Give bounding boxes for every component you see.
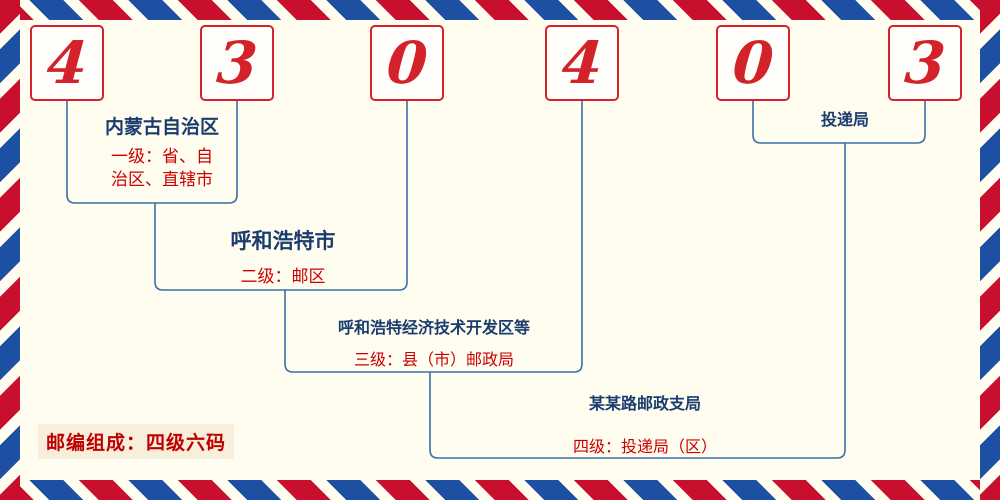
digit-box-3: 0 [370,25,444,101]
label-delivery-office: 投递局 [765,106,925,130]
label-level3-title: 呼和浩特经济技术开发区等 [337,320,530,337]
digit-box-1: 4 [30,25,104,101]
label-level1-desc-line2: 治区、直辖市 [111,169,213,189]
digit-5: 0 [730,29,776,97]
label-level4-desc: 四级：投递局（区） [572,439,717,456]
airmail-border-bottom [0,480,1000,500]
airmail-border-right [980,0,1000,500]
airmail-border-left [0,0,20,500]
digit-box-5: 0 [716,25,790,101]
label-level1-desc-line1: 一级：省、自 [111,147,213,166]
digit-4: 4 [559,29,605,97]
label-level1-title: 内蒙古自治区 [104,117,219,138]
digit-1: 4 [44,29,90,97]
airmail-border-top [0,0,1000,20]
digit-3: 0 [384,29,430,97]
label-level2-title: 呼和浩特市 [230,230,336,253]
label-level2-desc: 二级：邮区 [240,267,326,286]
label-level1: 内蒙古自治区 一级：省、自 治区、直辖市 [72,112,252,192]
label-level2: 呼和浩特市 二级：邮区 [168,225,398,287]
composition-note: 邮编组成：四级六码 [38,424,235,459]
label-level4-title: 某某路邮政支局 [588,396,701,413]
digit-box-6: 3 [888,25,962,101]
label-delivery-office-title: 投递局 [820,112,869,129]
label-level3-desc: 三级：县（市）邮政局 [353,352,514,369]
label-level3: 呼和浩特经济技术开发区等 三级：县（市）邮政局 [284,314,584,370]
digit-6: 3 [902,29,948,97]
label-level4: 某某路邮政支局 四级：投递局（区） [495,390,795,457]
digit-box-2: 3 [200,25,274,101]
label-level1-desc: 一级：省、自 治区、直辖市 [72,146,252,192]
digit-box-4: 4 [545,25,619,101]
digit-2: 3 [214,29,260,97]
